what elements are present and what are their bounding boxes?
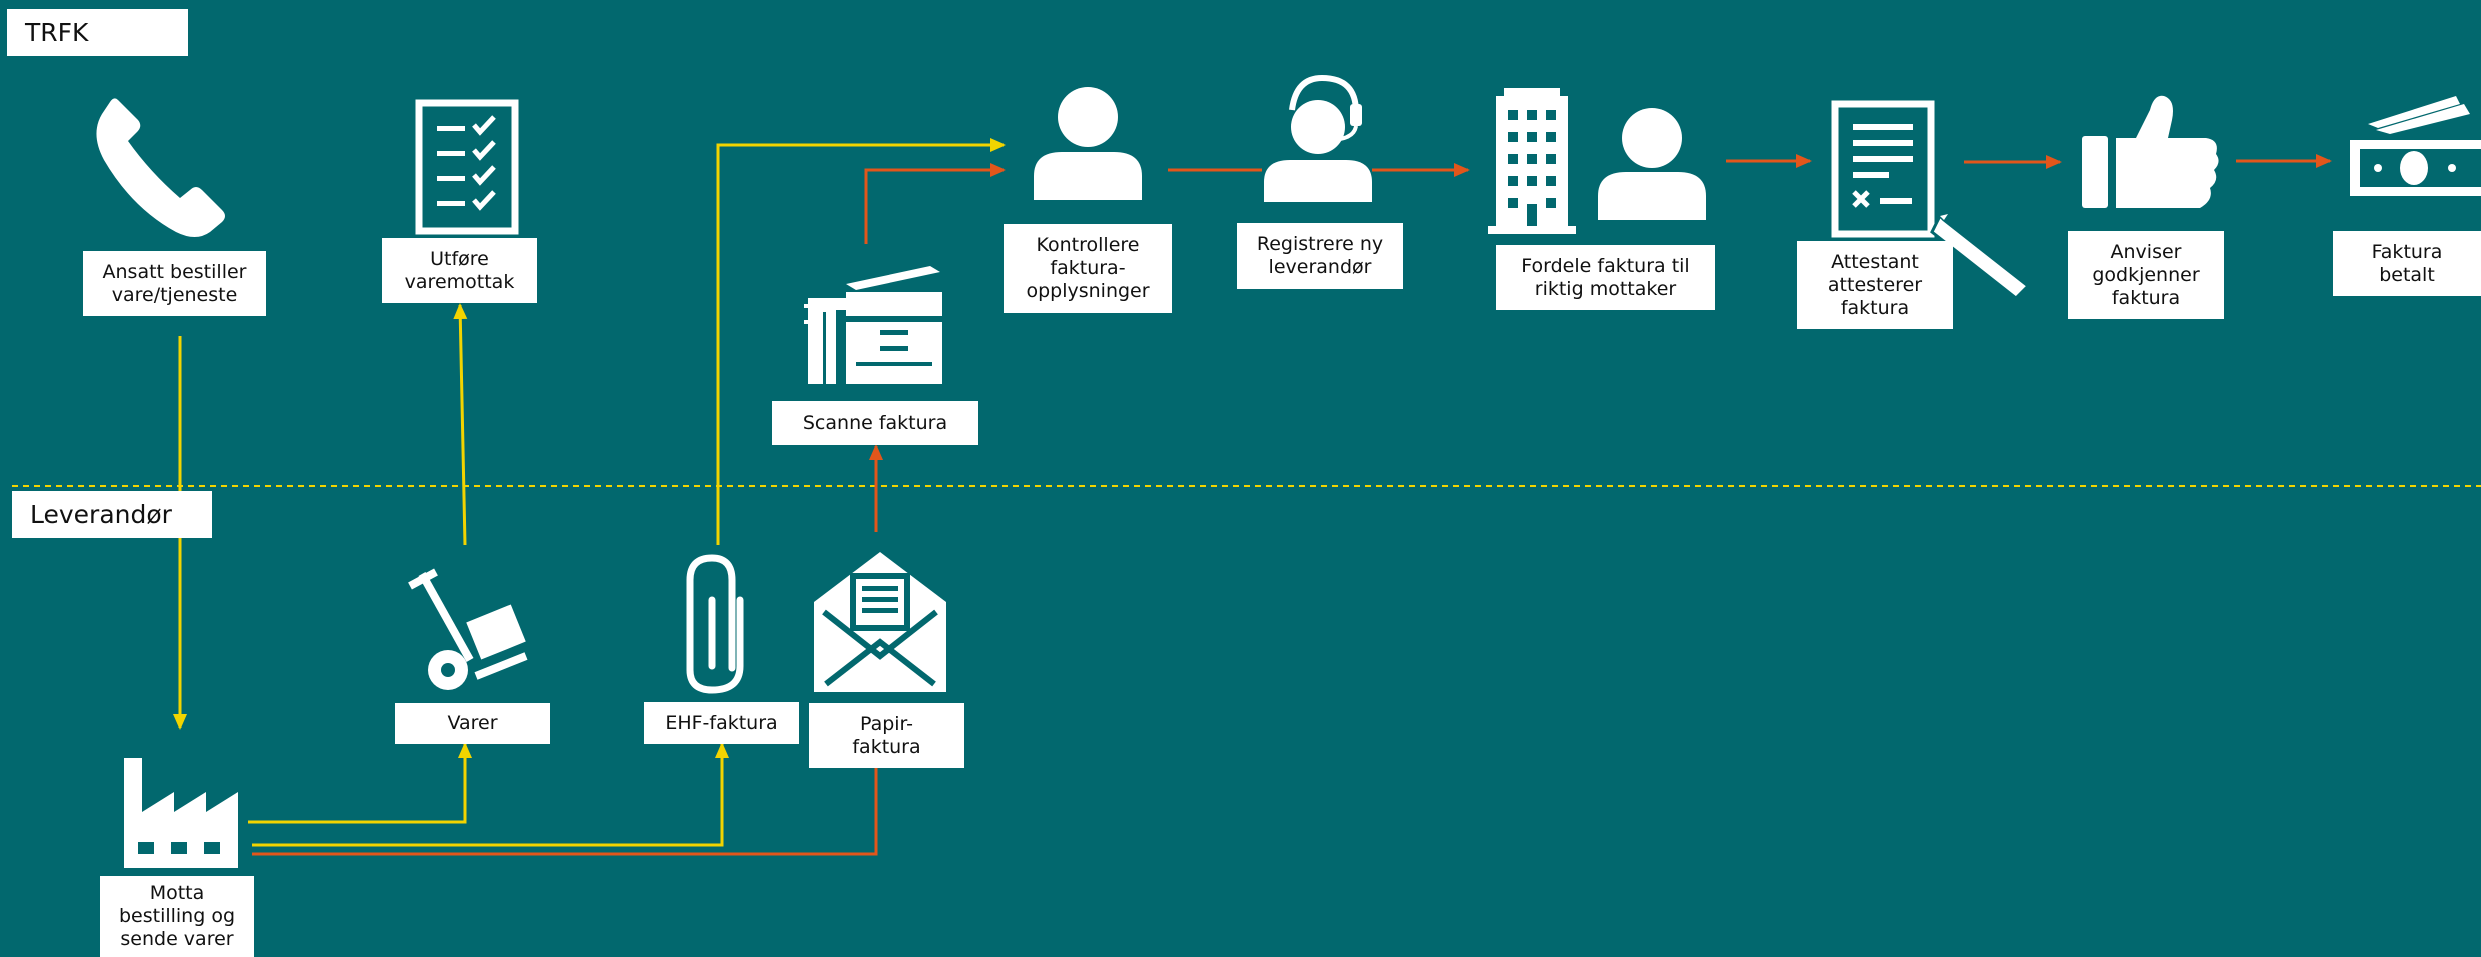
lane-label-trfk: TRFK [7,9,188,56]
phone-icon [96,98,225,238]
checklist-icon [415,99,519,235]
yellow-flow-lines [173,138,1006,847]
orange-flow-lines [252,154,2332,856]
step-label-approve: Anviser godkjenner faktura [2068,231,2224,319]
building-icon [1488,88,1706,234]
thumbs-up-icon [2082,95,2219,208]
factory-icon [124,758,238,868]
step-label-register: Registrere ny leverandør [1237,223,1403,289]
arrow-supplier-to-goods [248,742,472,824]
arrow-supplier-to-ehf [252,742,729,847]
step-label-ehf: EHF-faktura [644,702,799,744]
step-label-paid: Faktura betalt [2333,231,2481,296]
step-label-receive: Utføre varemottak [382,238,537,303]
arrow-ehf-to-control [716,138,1006,545]
step-label-distribute: Fordele faktura til riktig mottaker [1496,245,1715,310]
step-label-control: Kontrollere faktura- opplysninger [1004,224,1172,313]
step-label-scan: Scanne faktura [772,401,978,445]
scanner-icon [804,266,942,384]
person-icon [1034,87,1142,200]
step-label-paper: Papir- faktura [809,703,964,768]
paperclip-icon [686,554,744,694]
arrow-scan-to-control [864,163,1006,244]
envelope-icon [814,552,946,692]
step-label-attest: Attestant attesterer faktura [1797,241,1953,329]
money-icon [2350,96,2481,196]
step-label-supplier: Motta bestilling og sende varer [100,876,254,957]
arrow-supplier-to-paper [252,768,878,856]
headset-person-icon [1264,74,1372,202]
lane-label-leverandor: Leverandør [12,491,212,538]
hand-truck-icon [408,568,528,690]
step-label-goods: Varer [395,703,550,744]
document-pen-icon [1831,100,2031,301]
step-label-order: Ansatt bestiller vare/tjeneste [83,251,266,316]
arrow-goods-to-receive [453,303,468,546]
